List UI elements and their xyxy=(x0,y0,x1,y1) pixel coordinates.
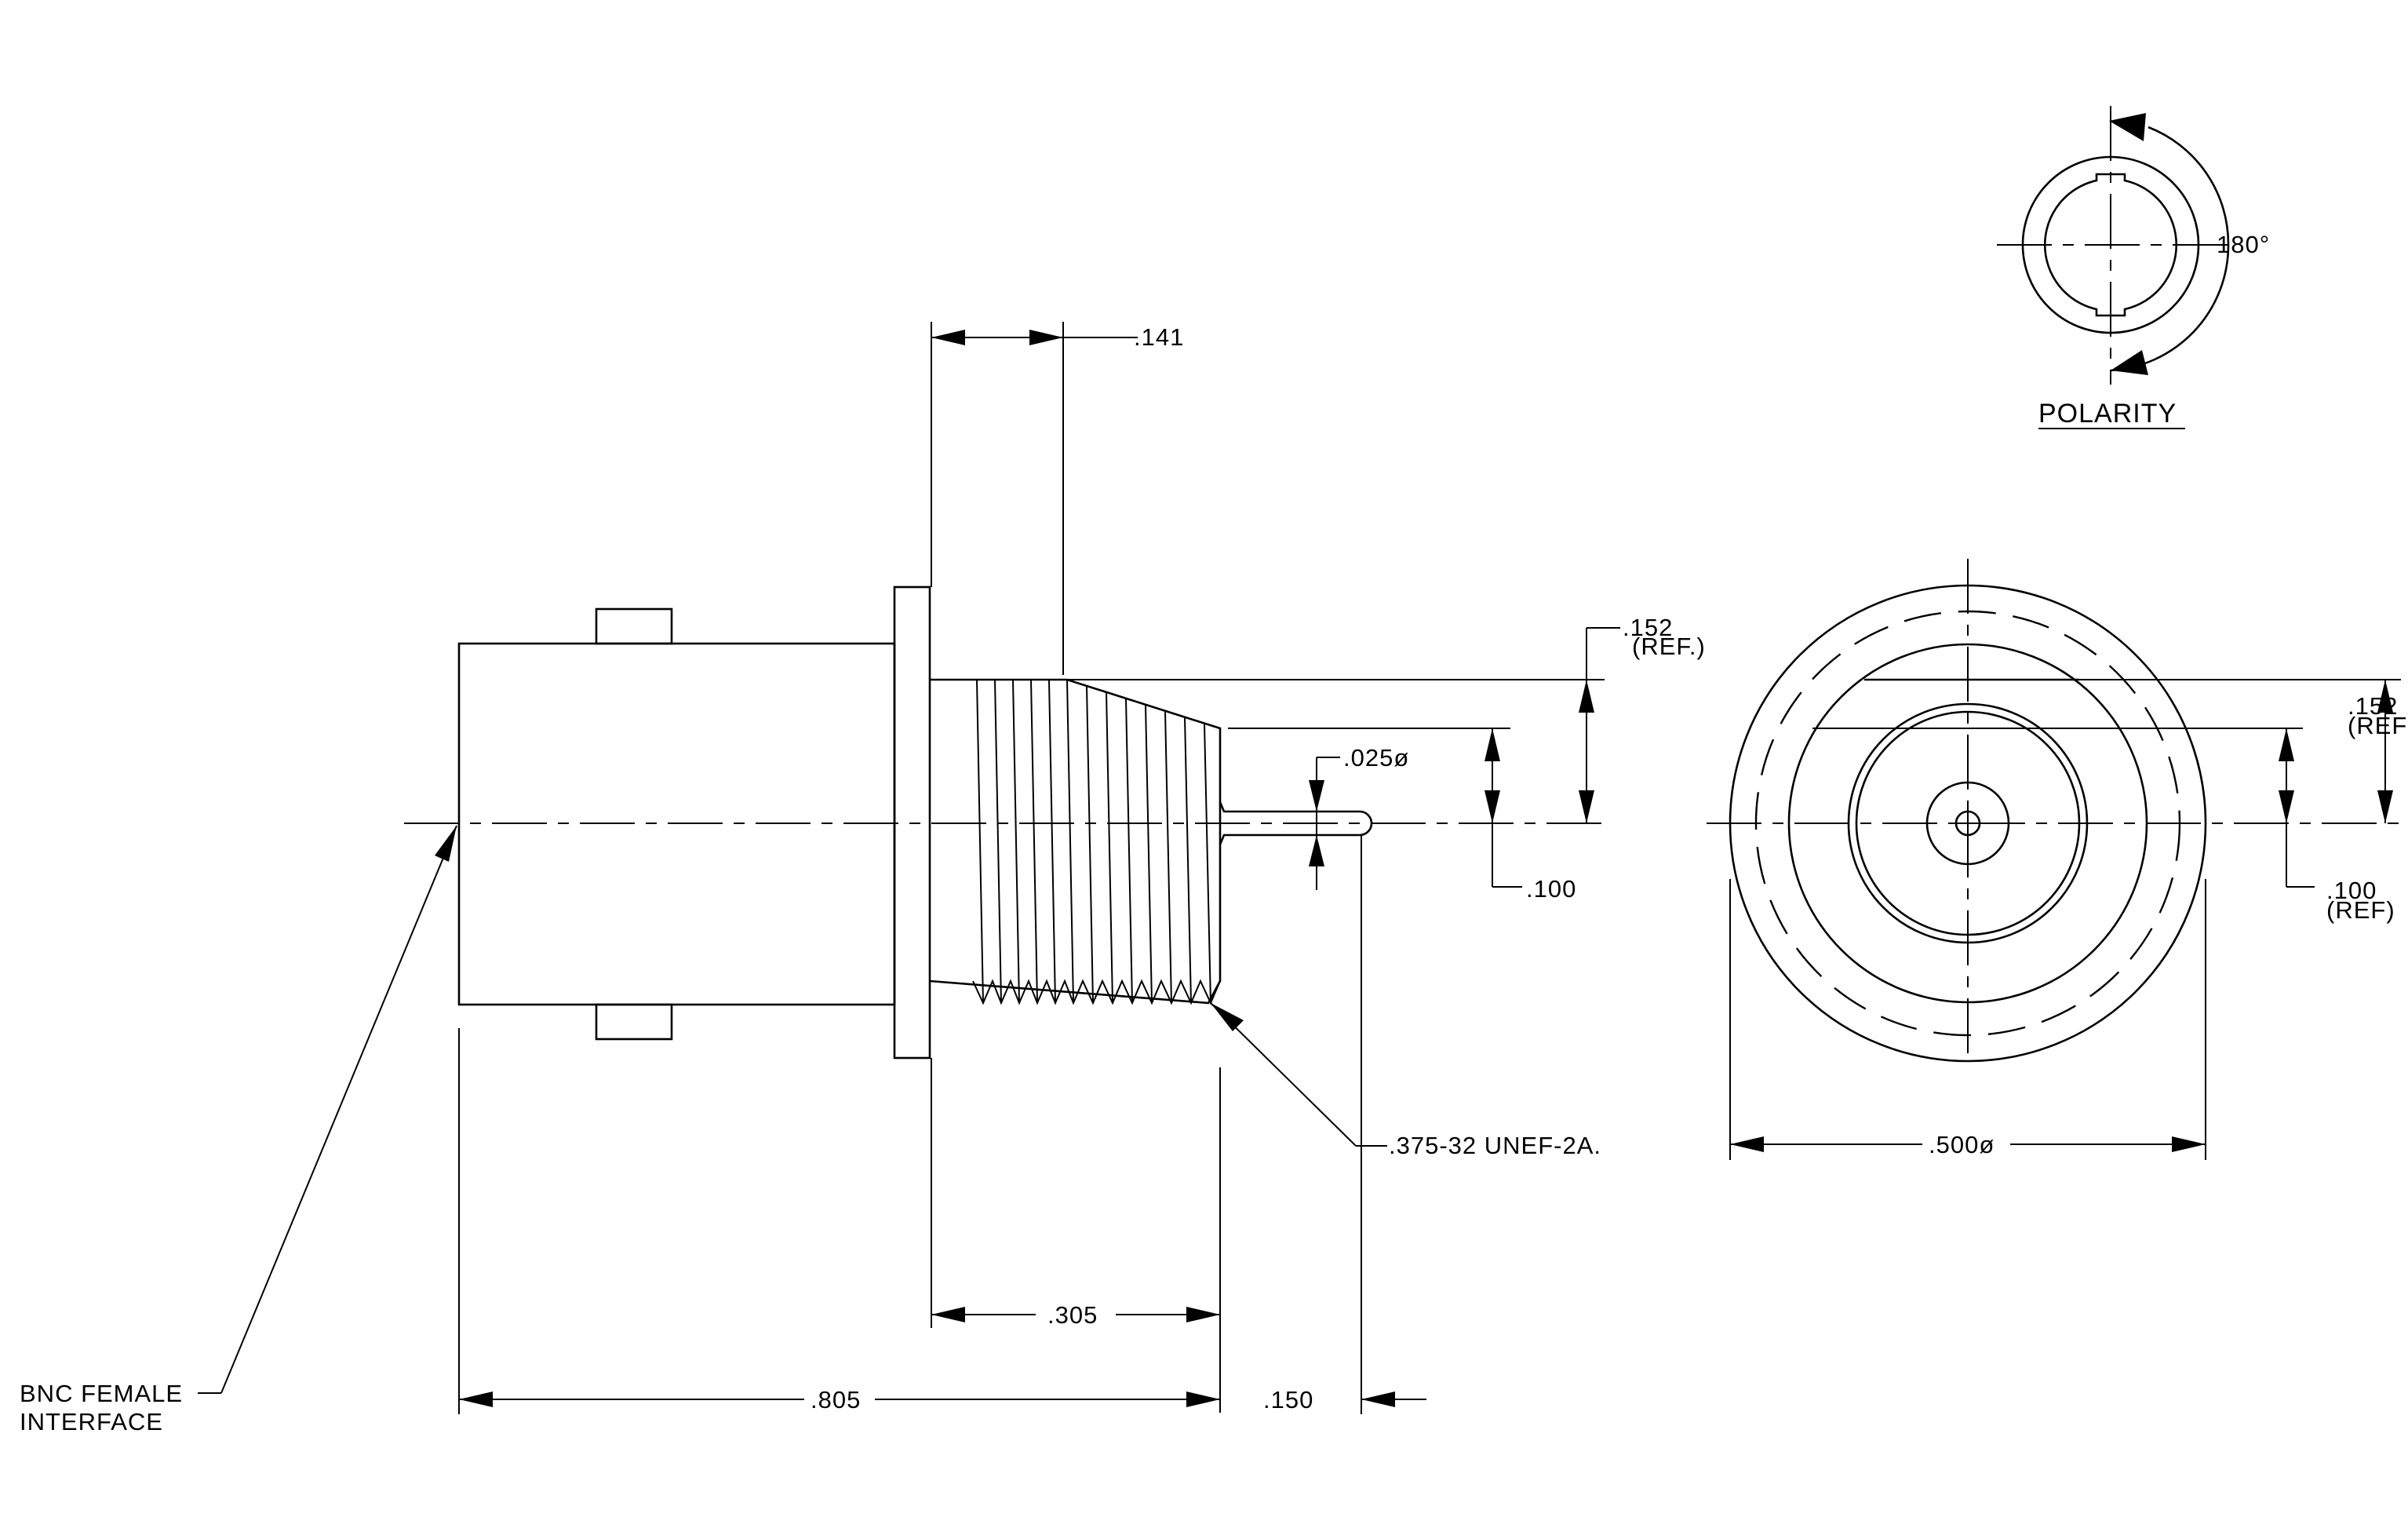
polarity-arrow-bottom xyxy=(2111,350,2148,375)
bayonet-lug-bottom xyxy=(595,1003,673,1041)
bayonet-lug-top xyxy=(595,607,673,645)
front-view: .152 (REF .100 (REF) .500ø xyxy=(1707,559,2408,1160)
front-body-circle xyxy=(1787,643,2148,1004)
front-dashed-circle xyxy=(1754,610,2181,1037)
polarity-angle-label: 180° xyxy=(2217,231,2270,258)
dim-152-ref-label: (REF.) xyxy=(1632,633,1706,660)
dim-305-label: .305 xyxy=(1047,1301,1098,1329)
mounting-flange xyxy=(893,585,931,1060)
polarity-title: POLARITY xyxy=(2038,399,2177,429)
polarity-outer-ring xyxy=(2021,155,2200,334)
dim-805-label: .805 xyxy=(811,1386,861,1413)
side-view-dimensions: .141 .152 (REF.) .100 .025ø .375-32 UNEF… xyxy=(20,322,1706,1435)
thread-lines xyxy=(976,679,1211,1004)
thread-roots xyxy=(972,979,1221,1005)
front-dim-100-label: .100 xyxy=(2326,877,2377,904)
dim-152-label: .152 xyxy=(1623,614,1673,641)
front-dim-100-ref: (REF) xyxy=(2326,896,2395,924)
front-dim-152-label: .152 xyxy=(2348,692,2398,720)
interface-label-line1: BNC FEMALE xyxy=(20,1380,183,1407)
dim-150-label: .150 xyxy=(1263,1386,1313,1413)
front-inner-circle xyxy=(1855,710,2081,936)
polarity-arrow-top xyxy=(2109,113,2146,141)
thread-outline xyxy=(929,678,1222,1005)
front-insulator-circle xyxy=(1925,781,2010,866)
dim-141-label: .141 xyxy=(1134,323,1184,351)
front-outer-circle xyxy=(1729,584,2207,1063)
dim-025-label: .025ø xyxy=(1343,744,1409,771)
thread-spec-label: .375-32 UNEF-2A. xyxy=(1389,1132,1601,1159)
dim-100-label: .100 xyxy=(1526,875,1576,903)
contact-pin xyxy=(1219,801,1373,845)
polarity-view: 180° POLARITY xyxy=(1997,106,2270,429)
dim-500-label: .500ø xyxy=(1929,1131,1995,1158)
interface-label-line2: INTERFACE xyxy=(20,1408,163,1435)
front-inner-circle-outer xyxy=(1847,702,2089,944)
polarity-key-outline xyxy=(2043,173,2178,317)
side-view xyxy=(404,585,1605,1060)
front-dim-152-ref: (REF xyxy=(2348,712,2407,739)
